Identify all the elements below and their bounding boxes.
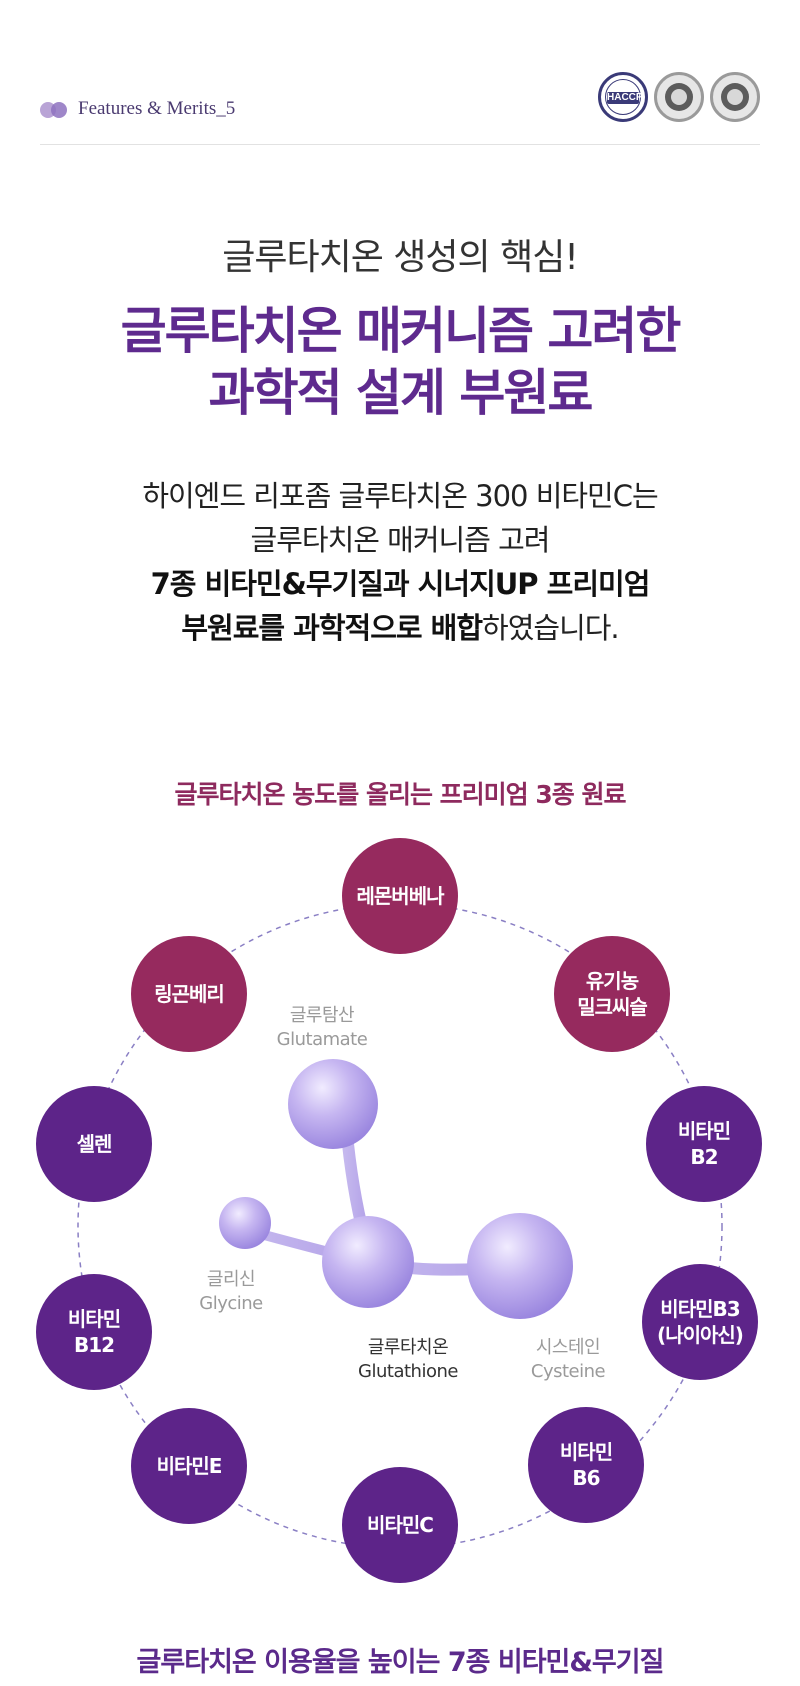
glutamate-label: 글루탐산 Glutamate	[262, 1004, 382, 1052]
vitamins-minerals-title: 글루타치온 이용율을 높이는 7종 비타민&무기질	[136, 1647, 665, 1678]
body-line-4: 부원료를 과학적으로 배합하였습니다.	[0, 606, 800, 650]
ingredient-label: 비타민C	[367, 1513, 434, 1537]
certification-seal-icon	[654, 72, 704, 122]
additive-free-seal-icon	[710, 72, 760, 122]
ingredient-vitamin-e: 비타민E	[131, 1408, 247, 1524]
glutamate-sphere	[288, 1059, 378, 1149]
orbit-ring	[77, 903, 723, 1549]
ingredient-vitamin-b3: 비타민B3(나이아신)	[642, 1264, 758, 1380]
section-label: Features & Merits_5	[78, 98, 236, 119]
cysteine-sphere	[467, 1213, 573, 1319]
haccp-badge-icon: HACCP	[598, 72, 648, 122]
body-line-1: 하이엔드 리포좀 글루타치온 300 비타민C는	[142, 479, 658, 513]
body-line-2: 글루타치온 매커니즘 고려	[250, 523, 551, 557]
body-line-3: 7종 비타민&무기질과 시너지UP 프리미엄	[0, 562, 800, 606]
ingredient-label: 비타민	[67, 1307, 121, 1331]
certification-badges: HACCP	[598, 72, 760, 122]
ingredient-label: 레몬버베나	[356, 884, 445, 908]
ingredient-label: 비타민B3	[660, 1297, 740, 1321]
ingredient-lingonberry: 링곤베리	[131, 936, 247, 1052]
headline-line-1: 글루타치온 매커니즘 고려한	[120, 302, 682, 360]
headline-line-2: 과학적 설계 부원료	[208, 364, 594, 422]
ingredient-label-2: (나이아신)	[657, 1323, 744, 1347]
ingredient-label: 비타민E	[156, 1454, 223, 1478]
ingredient-label: 비타민	[677, 1119, 731, 1143]
bullet-dots-icon	[40, 102, 72, 118]
glutamate-label-en: Glutamate	[276, 1029, 368, 1050]
ingredient-label: 비타민	[559, 1440, 613, 1464]
premium-ingredients-title: 글루타치온 농도를 올리는 프리미엄 3종 원료	[174, 780, 627, 809]
ingredient-label-2: B12	[73, 1333, 115, 1357]
header-bar: Features & Merits_5 HACCP	[40, 60, 760, 145]
haccp-badge-text: HACCP	[607, 92, 643, 104]
glutathione-label: 글루타치온 Glutathione	[338, 1336, 478, 1384]
glycine-label: 글리신 Glycine	[171, 1268, 291, 1316]
glutathione-label-ko: 글루타치온	[367, 1337, 449, 1358]
glutathione-sphere	[322, 1216, 414, 1308]
ingredient-label-2: 밀크씨슬	[577, 995, 648, 1019]
glutathione-label-en: Glutathione	[358, 1361, 458, 1382]
glutamate-label-ko: 글루탐산	[289, 1005, 355, 1026]
ingredient-vitamin-c: 비타민C	[342, 1467, 458, 1583]
glycine-label-ko: 글리신	[206, 1269, 256, 1290]
ingredient-lemon-verbena: 레몬버베나	[342, 838, 458, 954]
ingredient-label: 셀렌	[76, 1132, 113, 1156]
ingredient-label-2: B2	[690, 1145, 718, 1169]
glycine-label-en: Glycine	[199, 1293, 263, 1314]
ingredient-selenium: 셀렌	[36, 1086, 152, 1202]
ingredient-label: 링곤베리	[154, 982, 225, 1006]
ingredient-label-2: B6	[572, 1466, 600, 1490]
ingredient-label: 유기농	[585, 969, 639, 993]
body-text: 하이엔드 리포좀 글루타치온 300 비타민C는 글루타치온 매커니즘 고려 7…	[0, 474, 800, 650]
cysteine-label-en: Cysteine	[530, 1361, 606, 1382]
glycine-sphere	[219, 1197, 271, 1249]
body-line-4-bold: 부원료를 과학적으로 배합	[181, 611, 483, 645]
headline-title: 글루타치온 매커니즘 고려한 과학적 설계 부원료	[0, 300, 800, 424]
cysteine-label-ko: 시스테인	[535, 1337, 601, 1358]
headline-subtitle: 글루타치온 생성의 핵심!	[222, 237, 579, 278]
cysteine-label: 시스테인 Cysteine	[508, 1336, 628, 1384]
body-line-3-bold: 7종 비타민&무기질과 시너지UP 프리미엄	[150, 567, 651, 601]
body-line-4-rest: 하였습니다.	[482, 611, 620, 645]
